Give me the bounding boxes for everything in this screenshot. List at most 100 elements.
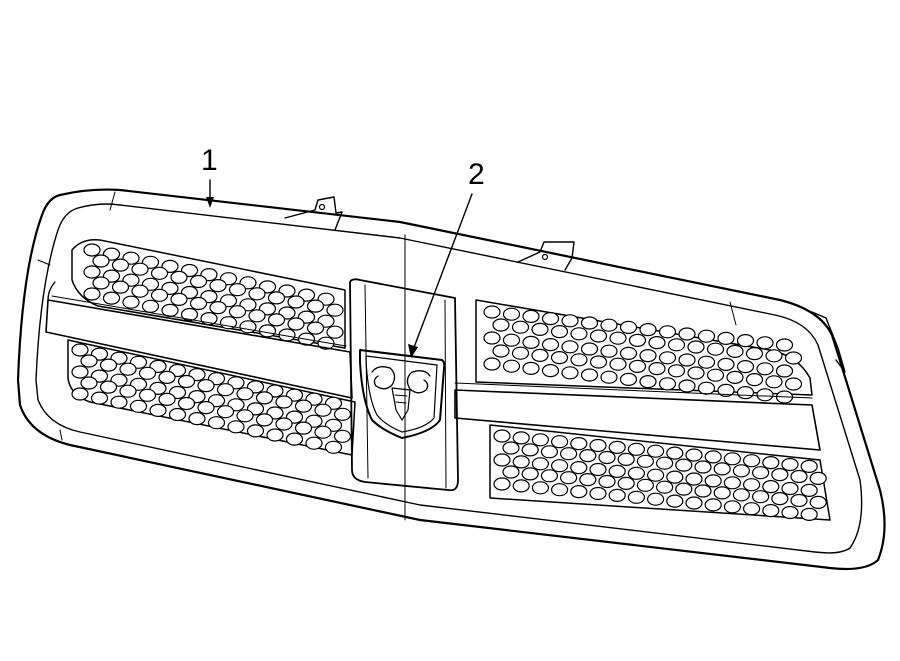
mesh-cell — [512, 455, 530, 469]
mesh-cell — [180, 307, 199, 322]
mesh-cell — [713, 486, 731, 500]
mesh-cell — [609, 357, 627, 371]
mesh-cell — [742, 502, 761, 516]
mesh-cell — [71, 387, 89, 401]
mesh-cell — [636, 478, 655, 492]
mesh-cell — [781, 457, 799, 472]
mesh-cell — [570, 327, 588, 341]
mesh-cell — [717, 331, 735, 345]
mesh-cell — [745, 347, 764, 361]
mesh-cell — [248, 309, 266, 323]
mesh-cell — [483, 305, 501, 319]
mesh-cell — [111, 280, 130, 294]
mesh-cell — [627, 466, 646, 480]
mesh-cell — [756, 362, 774, 376]
mesh-cell — [678, 379, 696, 393]
mesh-cell — [216, 405, 235, 419]
mesh-cell — [732, 464, 751, 478]
mounting-tab-right — [517, 241, 575, 271]
mesh-cell — [687, 340, 705, 354]
mesh-cell — [636, 454, 655, 468]
mesh-cell — [579, 473, 597, 487]
mesh-cell — [742, 478, 761, 492]
mesh-cell — [685, 472, 703, 486]
mesh-cell — [800, 459, 818, 473]
mesh-cell — [756, 336, 774, 350]
mesh-cell — [617, 476, 635, 490]
mesh-cell — [559, 471, 578, 485]
mesh-cell — [189, 296, 208, 311]
mesh-cell — [561, 366, 579, 380]
mesh-cell — [131, 262, 149, 276]
mesh-cell — [570, 353, 588, 367]
mesh-cell — [531, 457, 550, 471]
mesh-cell — [149, 403, 167, 417]
mesh-cell — [589, 329, 608, 343]
mesh-cell — [326, 325, 344, 339]
mesh-cell — [559, 447, 578, 461]
mesh-cell — [726, 344, 744, 358]
mesh-cell — [600, 370, 618, 384]
mesh-cell — [305, 436, 323, 450]
mesh-cell — [493, 477, 511, 491]
mesh-cell — [540, 445, 559, 459]
mesh-cell — [92, 254, 110, 268]
mesh-cell — [521, 467, 539, 481]
mesh-cell — [608, 440, 626, 454]
mesh-cell — [150, 266, 169, 280]
mesh-cell — [598, 474, 616, 489]
mesh-cell — [502, 333, 521, 347]
mesh-cell — [608, 488, 626, 502]
mesh-cell — [697, 355, 716, 369]
mesh-cell — [639, 375, 657, 389]
mesh-cell — [522, 361, 540, 375]
mesh-cell — [99, 358, 118, 372]
mesh-cell — [589, 355, 608, 369]
mesh-cell — [639, 323, 657, 337]
mesh-cell — [561, 314, 579, 328]
mesh-cell — [745, 373, 764, 387]
mesh-cell — [483, 331, 501, 345]
mesh-cell — [667, 364, 686, 378]
mesh-cell — [71, 343, 89, 357]
mesh-cell — [579, 449, 597, 463]
mesh-cell — [483, 357, 501, 371]
mesh-cell — [248, 287, 266, 301]
mesh-cell — [168, 407, 187, 422]
mesh-cell — [619, 372, 638, 386]
mesh-cell — [71, 365, 89, 379]
mesh-cell — [666, 470, 684, 484]
mesh-cell — [502, 359, 521, 373]
mesh-cell — [706, 368, 725, 382]
mesh-cell — [138, 366, 157, 380]
mesh-cell — [658, 351, 677, 365]
mesh-cell — [800, 483, 818, 497]
mesh-cell — [255, 391, 274, 405]
mesh-cell — [775, 338, 794, 352]
mesh-cell — [762, 480, 780, 494]
mesh-cell — [306, 321, 325, 335]
mesh-cell — [294, 421, 313, 435]
mesh-cell — [228, 283, 247, 297]
mesh-lower-right — [489, 424, 831, 522]
mesh-cell — [236, 409, 254, 423]
mesh-cell — [531, 348, 549, 362]
mesh-cell — [598, 450, 616, 465]
mesh-cell — [267, 291, 286, 305]
mesh-cell — [492, 318, 510, 332]
mesh-cell — [580, 342, 599, 356]
mesh-cell — [531, 322, 549, 336]
mesh-cell — [110, 395, 128, 409]
mesh-cell — [511, 320, 530, 334]
mesh-cell — [550, 351, 569, 365]
mesh-cell — [189, 274, 208, 289]
mesh-cell — [646, 492, 665, 506]
mesh-cell — [314, 425, 332, 439]
mesh-cell — [608, 464, 626, 478]
mesh-cell — [704, 474, 722, 488]
mesh-cell — [246, 424, 265, 438]
mesh-cell — [809, 471, 827, 485]
mesh-cell — [561, 340, 579, 354]
mesh-cell — [188, 412, 206, 426]
